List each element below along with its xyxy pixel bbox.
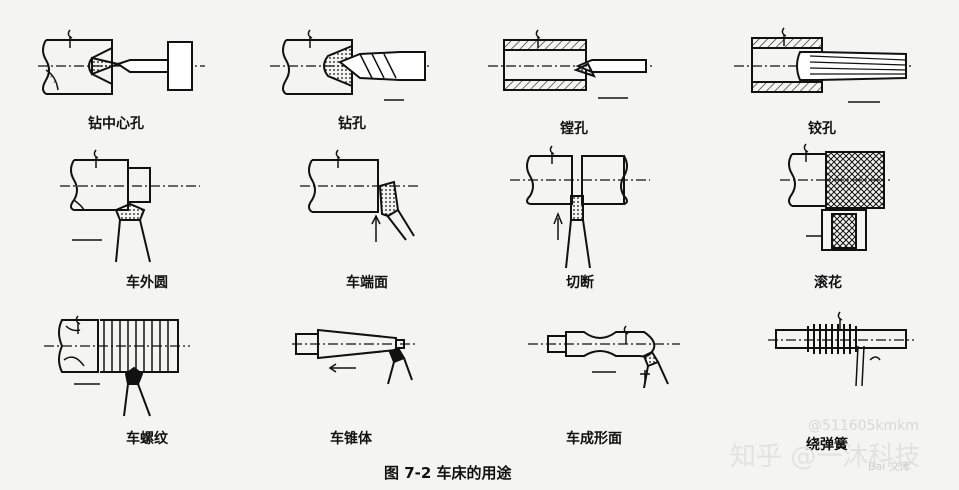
op-facing <box>300 149 420 242</box>
op-drilling <box>270 29 430 101</box>
op-center-drilling <box>38 29 205 95</box>
watermark-baidu: Bai 文库 <box>868 460 911 473</box>
caption-parting-off: 切断 <box>566 275 594 291</box>
caption-taper-turning: 车锥体 <box>330 431 372 447</box>
op-boring <box>488 29 652 99</box>
op-knurling <box>780 143 890 251</box>
op-thread-cutting <box>44 315 190 417</box>
caption-boring: 镗孔 <box>560 121 588 137</box>
caption-knurling: 滚花 <box>814 275 842 291</box>
figure-caption: 图 7-2 车床的用途 <box>384 464 512 482</box>
op-reaming <box>734 27 912 103</box>
caption-facing: 车端面 <box>346 275 388 291</box>
caption-spring-winding: 绕弹簧 <box>806 437 848 453</box>
caption-thread-cutting: 车螺纹 <box>126 431 168 447</box>
caption-turning-outer-diameter: 车外圆 <box>126 275 168 291</box>
caption-reaming: 铰孔 <box>808 121 836 137</box>
op-form-turning <box>528 325 680 389</box>
op-taper-turning <box>292 328 418 385</box>
op-spring-winding <box>768 311 914 387</box>
watermark-handle: @511605kmkm <box>808 418 919 434</box>
caption-center-drilling: 钻中心孔 <box>88 116 144 132</box>
watermark-zhihu: 知乎 @一沐科技 <box>730 442 921 472</box>
caption-drilling: 钻孔 <box>338 116 366 132</box>
caption-form-turning: 车成形面 <box>566 431 622 447</box>
op-parting-off <box>510 145 650 269</box>
op-turning-outer-diameter <box>60 149 200 263</box>
